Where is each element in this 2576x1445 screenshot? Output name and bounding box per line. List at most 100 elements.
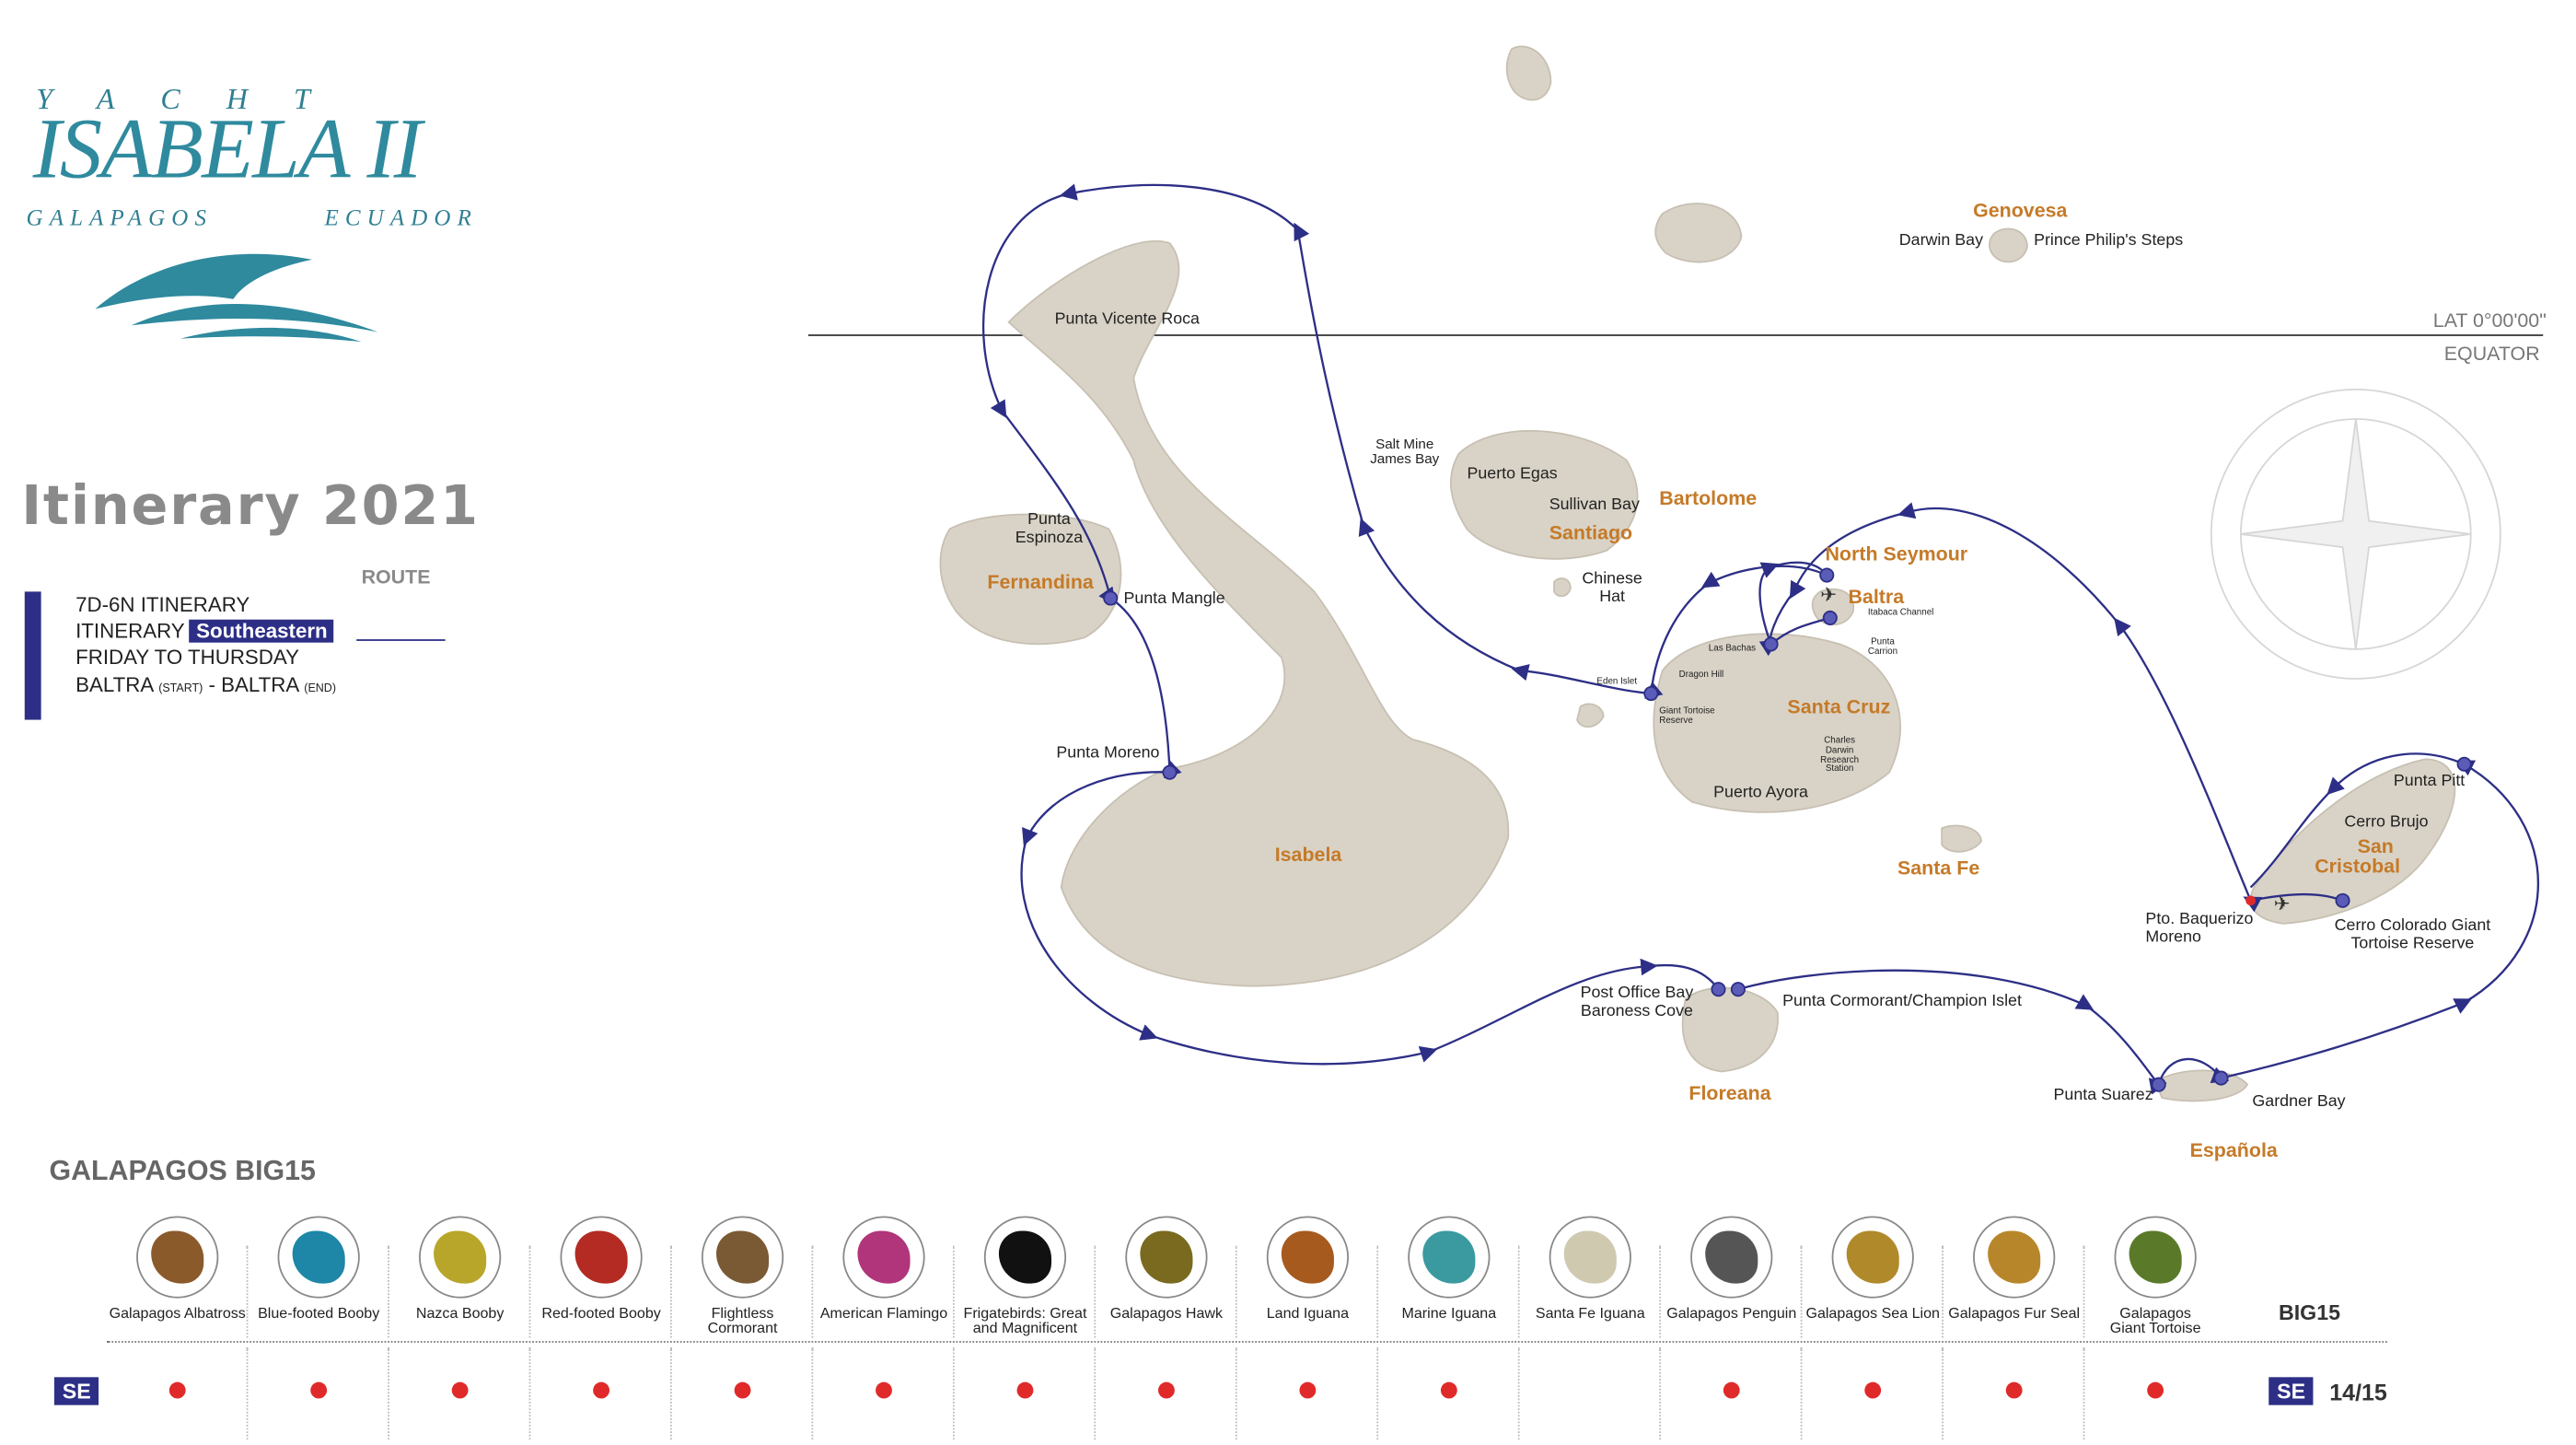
column-divider	[1659, 1245, 1662, 1338]
floreana-island	[1681, 986, 1779, 1073]
site-gardner-bay: Gardner Bay	[2252, 1092, 2346, 1112]
site-punta-pitt: Punta Pitt	[2393, 772, 2466, 791]
stop-gardner-bay	[2213, 1070, 2229, 1086]
animal-silhouette-icon	[277, 1216, 360, 1299]
seen-dot	[1723, 1381, 1740, 1399]
column-divider	[1800, 1245, 1803, 1338]
port-start: BALTRA	[75, 673, 153, 697]
seen-dot	[1016, 1381, 1034, 1399]
site-eden-islet: Eden Islet	[1596, 677, 1638, 687]
big15-title: GALAPAGOS BIG15	[49, 1155, 316, 1187]
logo-sub-right: ECUADOR	[324, 206, 479, 232]
page-title: Itinerary 2021	[21, 472, 480, 538]
island-santa-fe: Santa Fe	[1897, 856, 1980, 880]
site-darwin-bay: Darwin Bay	[1898, 231, 1984, 251]
site-punta-mangle: Punta Mangle	[1123, 589, 1225, 609]
stop-punta-mangle	[1103, 590, 1119, 606]
animal-name: Galapagos Hawk	[1109, 1304, 1224, 1322]
big15-animal: Galapagos Sea Lion	[1804, 1216, 1942, 1322]
island-north-seymour: North Seymour	[1825, 542, 1968, 565]
island-isabela: Isabela	[1274, 843, 1342, 867]
galapagos-map: ✈ ✈	[807, 45, 2544, 1102]
seen-dot	[593, 1381, 610, 1399]
column-divider	[811, 1347, 814, 1440]
stop-las-bachas	[1763, 636, 1779, 652]
route-stops	[1103, 567, 2472, 1092]
stop-punta-pitt	[2456, 756, 2472, 772]
equator-latitude: LAT 0°00'00"	[2432, 309, 2547, 332]
site-punta-moreno: Punta Moreno	[1056, 744, 1160, 763]
site-punta-suarez: Punta Suarez	[2053, 1086, 2153, 1105]
rabida-island	[1553, 577, 1572, 598]
pinta-island	[1505, 45, 1552, 101]
port-end: - BALTRA	[208, 673, 299, 697]
site-itabaca-channel: Itabaca Channel	[1867, 608, 1934, 618]
column-divider	[952, 1347, 955, 1440]
port-marker-icon	[2245, 895, 2256, 906]
site-las-bachas: Las Bachas	[1708, 644, 1757, 655]
stop-punta-cormorant	[1730, 982, 1746, 997]
column-divider	[1942, 1347, 1944, 1440]
big15-animal: Nazca Booby	[391, 1216, 529, 1322]
animal-silhouette-icon	[1549, 1216, 1631, 1299]
column-divider	[1942, 1245, 1944, 1338]
big15-animal: Marine Iguana	[1380, 1216, 1518, 1322]
island-san-cristobal-2: Cristobal	[2315, 854, 2401, 878]
santa-fe-island	[1941, 824, 1982, 853]
column-divider	[1376, 1245, 1379, 1338]
column-divider	[1659, 1347, 1662, 1440]
stop-post-office-bay	[1711, 982, 1726, 997]
site-puerto-egas: Puerto Egas	[1467, 464, 1558, 484]
site-punta-vicente-roca: Punta Vicente Roca	[1054, 310, 1201, 329]
big15-animal: Galapagos Fur Seal	[1945, 1216, 2083, 1322]
logo-yacht-text: YACHT	[36, 82, 356, 115]
animal-silhouette-icon	[1408, 1216, 1491, 1299]
column-divider	[2083, 1347, 2085, 1440]
column-divider	[1517, 1347, 1520, 1440]
seen-dot	[2005, 1381, 2023, 1399]
stop-eden-islet	[1643, 685, 1659, 702]
logo-sub-left: GALAPAGOS	[26, 206, 214, 232]
animal-name: Marine Iguana	[1401, 1304, 1497, 1322]
stop-cerro-colorado	[2335, 892, 2350, 908]
big15-animal: Red-footed Booby	[532, 1216, 670, 1322]
island-santiago: Santiago	[1549, 520, 1633, 544]
column-divider	[1094, 1347, 1097, 1440]
seen-dot	[310, 1381, 328, 1399]
stop-north-seymour	[1819, 567, 1835, 583]
animal-silhouette-icon	[842, 1216, 925, 1299]
big15-animal: Santa Fe Iguana	[1521, 1216, 1659, 1322]
animal-silhouette-icon	[1690, 1216, 1773, 1299]
seen-dot	[876, 1381, 892, 1399]
seen-dot	[1158, 1381, 1175, 1399]
itinerary-accent-bar	[24, 591, 41, 720]
seen-dot	[1299, 1381, 1317, 1399]
site-sullivan-bay: Sullivan Bay	[1549, 495, 1640, 515]
site-puerto-ayora: Puerto Ayora	[1713, 784, 1808, 802]
column-divider	[1376, 1347, 1379, 1440]
island-san-cristobal-1: San	[2357, 834, 2394, 858]
column-divider	[528, 1245, 531, 1338]
seen-dot	[734, 1381, 751, 1399]
column-divider	[246, 1245, 249, 1338]
itinerary-prefix: ITINERARY	[75, 619, 185, 643]
site-prince-philips-steps: Prince Philip's Steps	[2034, 231, 2184, 251]
animal-silhouette-icon	[701, 1216, 784, 1299]
column-divider	[1235, 1245, 1237, 1338]
seen-dot	[1440, 1381, 1457, 1399]
airport-icon: ✈	[2274, 893, 2291, 915]
big15-animal: Galapagos Penguin	[1663, 1216, 1801, 1322]
